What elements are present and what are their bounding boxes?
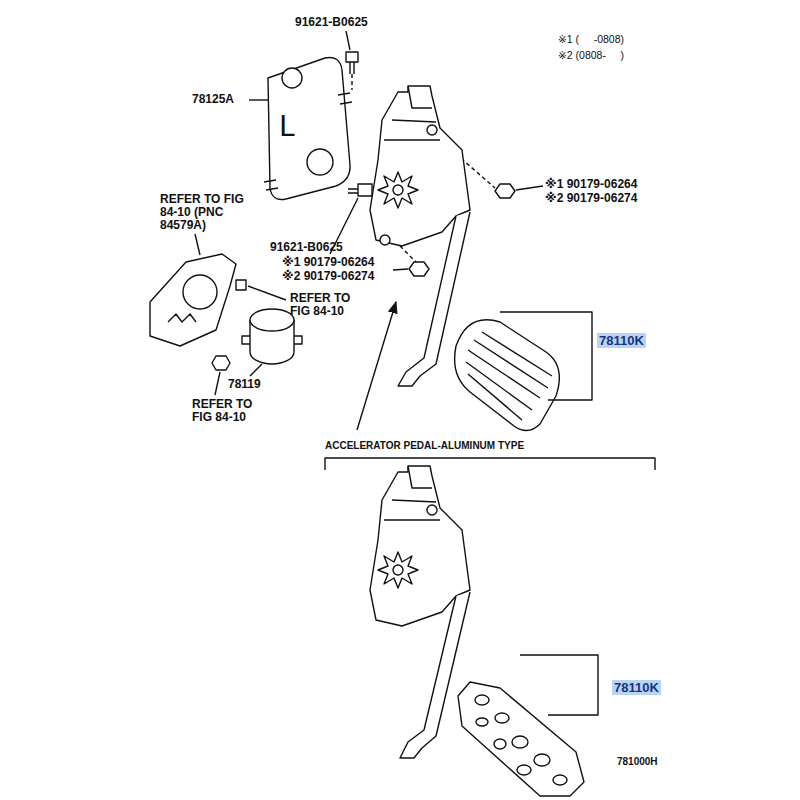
bracket-hole [282,68,302,88]
leader-bracket [500,312,592,400]
pad-hole [494,739,506,749]
sensor-bracket [150,254,236,346]
nut-symbol [212,356,230,370]
bolt-symbol [348,184,372,196]
leader-line [346,31,350,50]
leader-bracket [520,655,598,715]
part-number: 78119 [228,378,261,391]
screw [427,505,437,515]
screw-symbol [236,280,246,290]
pointer-arrow [357,302,396,430]
part-number: 78110K [612,680,661,695]
pad-hole [553,775,567,785]
pad-rib [466,332,552,420]
bolt-symbol [346,52,358,74]
gear-symbol [378,552,418,588]
pad-hole [512,736,528,748]
part-number: ※2 90179-06274 [545,192,637,205]
leader-line [250,364,262,376]
part-number: ※1 90179-06264 [282,256,374,269]
date-note: ※1 ( -0808) [558,33,624,46]
housing-detail [384,86,440,140]
nut-symbol [409,262,429,276]
leader-line [195,234,200,255]
screw [427,125,437,135]
leader-line [249,99,268,100]
gear-hub [393,185,403,195]
gear-symbol [378,172,418,208]
gear-hub [393,565,403,575]
reference-note: REFER TO FIG 84-10 [290,292,358,318]
cylinder-tab [242,336,302,344]
leader-line [215,372,220,395]
reference-note: REFER TO FIG 84-10 (PNC 84579A) [160,193,244,232]
part-number: 91621-B0625 [295,16,368,29]
bracket-detail [168,314,196,322]
bracket-ring [183,275,217,309]
reference-note: REFER TO FIG 84-10 [192,398,260,424]
pedal-pad [455,320,560,431]
nut-symbol [495,184,515,198]
pad-hole [517,765,531,775]
leader-line [393,269,408,270]
part-number: 78110K [597,333,646,348]
part-number: ※1 90179-06264 [545,178,637,191]
cylinder-top [250,309,294,331]
aluminum-pedal-pad [458,682,584,796]
dashed-line [352,74,495,262]
pad-hole [495,713,509,723]
leader-line [516,186,543,190]
part-number: 78125A [192,93,234,106]
part-number: 91621-B0625 [270,241,343,254]
housing-detail [384,466,440,520]
pad-hole [475,695,489,705]
bracket-plate [268,58,350,200]
pad-hole [534,754,550,766]
stud [264,93,352,190]
part-number: ※2 90179-06274 [282,270,374,283]
bracket-hole [307,149,333,175]
side-mark: L [279,112,295,142]
screw [380,235,390,245]
figure-number: 781000H [617,756,658,768]
date-note: ※2 (0808- ) [558,49,624,62]
pad-hole [476,718,488,726]
group-bracket [325,458,655,470]
pedal-arm [400,592,470,758]
leader-line [248,286,286,300]
group-title: ACCELERATOR PEDAL-ALUMINUM TYPE [325,440,524,452]
